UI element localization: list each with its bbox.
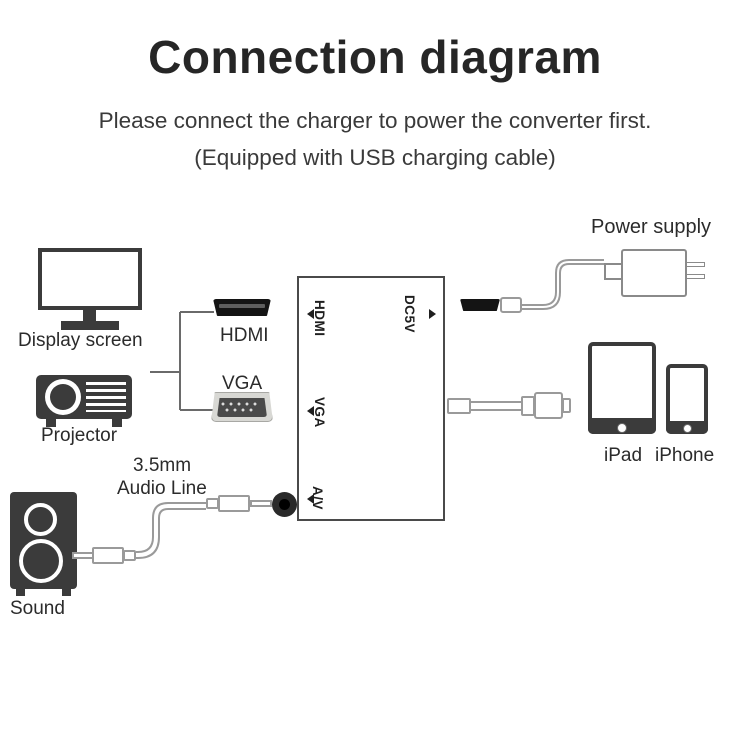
speaker-foot-left-icon <box>16 589 25 596</box>
av-port-triangle-icon <box>307 494 314 504</box>
vga-port-triangle-icon <box>307 406 314 416</box>
ipad-home-button-icon <box>617 423 627 433</box>
projector-foot-left-icon <box>46 419 56 427</box>
ipad-label: iPad <box>604 445 643 466</box>
hdmi-connector-slot-icon <box>219 304 265 308</box>
audio-line-size-label: 3.5mm <box>133 455 192 476</box>
speaker-tweeter-icon <box>24 503 57 536</box>
lightning-connector-head-icon <box>534 392 563 419</box>
monitor-neck-icon <box>83 310 96 321</box>
power-adapter-prong-top-icon <box>686 262 705 267</box>
speaker-foot-right-icon <box>62 589 71 596</box>
projector-foot-right-icon <box>112 419 122 427</box>
lightning-cable-stub-icon <box>447 398 471 414</box>
port-label-av: A/V <box>310 486 325 511</box>
monitor-base-icon <box>61 321 119 330</box>
port-label-dc5v: DC5V <box>402 295 417 334</box>
audio-plug-left-cap-icon <box>123 550 136 561</box>
projector-lens-inner-icon <box>50 384 76 410</box>
subtitle-line-1: Please connect the charger to power the … <box>98 108 652 133</box>
power-supply-label: Power supply <box>591 216 712 238</box>
audio-plug-left-tip-icon <box>72 552 94 559</box>
sound-label: Sound <box>10 598 65 619</box>
projector-label: Projector <box>41 425 118 446</box>
audio-line-label: Audio Line <box>117 478 207 499</box>
projector-vents-icon <box>86 382 126 412</box>
monitor-screen-icon <box>38 248 142 310</box>
lightning-connector-neck-icon <box>521 396 535 416</box>
dc-input-port-icon <box>460 299 500 311</box>
audio-plug-right-tip-icon <box>250 500 272 507</box>
audio-plug-left-body-icon <box>92 547 124 564</box>
iphone-label: iPhone <box>655 445 715 466</box>
display-screen-label: Display screen <box>18 330 143 351</box>
port-label-vga: VGA <box>312 397 327 428</box>
vga-connector-label: VGA <box>222 373 263 394</box>
vga-connector-pins-icon <box>220 401 264 414</box>
hdmi-connector-label: HDMI <box>220 325 269 346</box>
iphone-home-button-icon <box>683 424 692 433</box>
power-adapter-body-icon <box>621 249 687 297</box>
audio-cable <box>136 502 206 559</box>
port-label-hdmi: HDMI <box>312 300 327 337</box>
power-cable <box>522 259 604 310</box>
hdmi-port-triangle-icon <box>307 309 314 319</box>
dc5v-port-triangle-icon <box>429 309 436 319</box>
lightning-connector-tip-icon <box>562 398 571 413</box>
power-adapter-prong-bottom-icon <box>686 274 705 279</box>
audio-plug-right-cap-icon <box>206 498 219 509</box>
lightning-cable <box>471 401 521 411</box>
subtitle-line-2: (Equipped with USB charging cable) <box>194 145 556 170</box>
page-title: Connection diagram <box>148 31 602 83</box>
audio-plug-right-body-icon <box>218 495 250 512</box>
converter-box: HDMI VGA A/V DC5V <box>297 276 445 521</box>
display-bracket <box>150 311 214 411</box>
speaker-woofer-icon <box>19 539 63 583</box>
dc-cable-plug-icon <box>500 297 522 313</box>
av-jack-inner-icon <box>279 499 290 510</box>
